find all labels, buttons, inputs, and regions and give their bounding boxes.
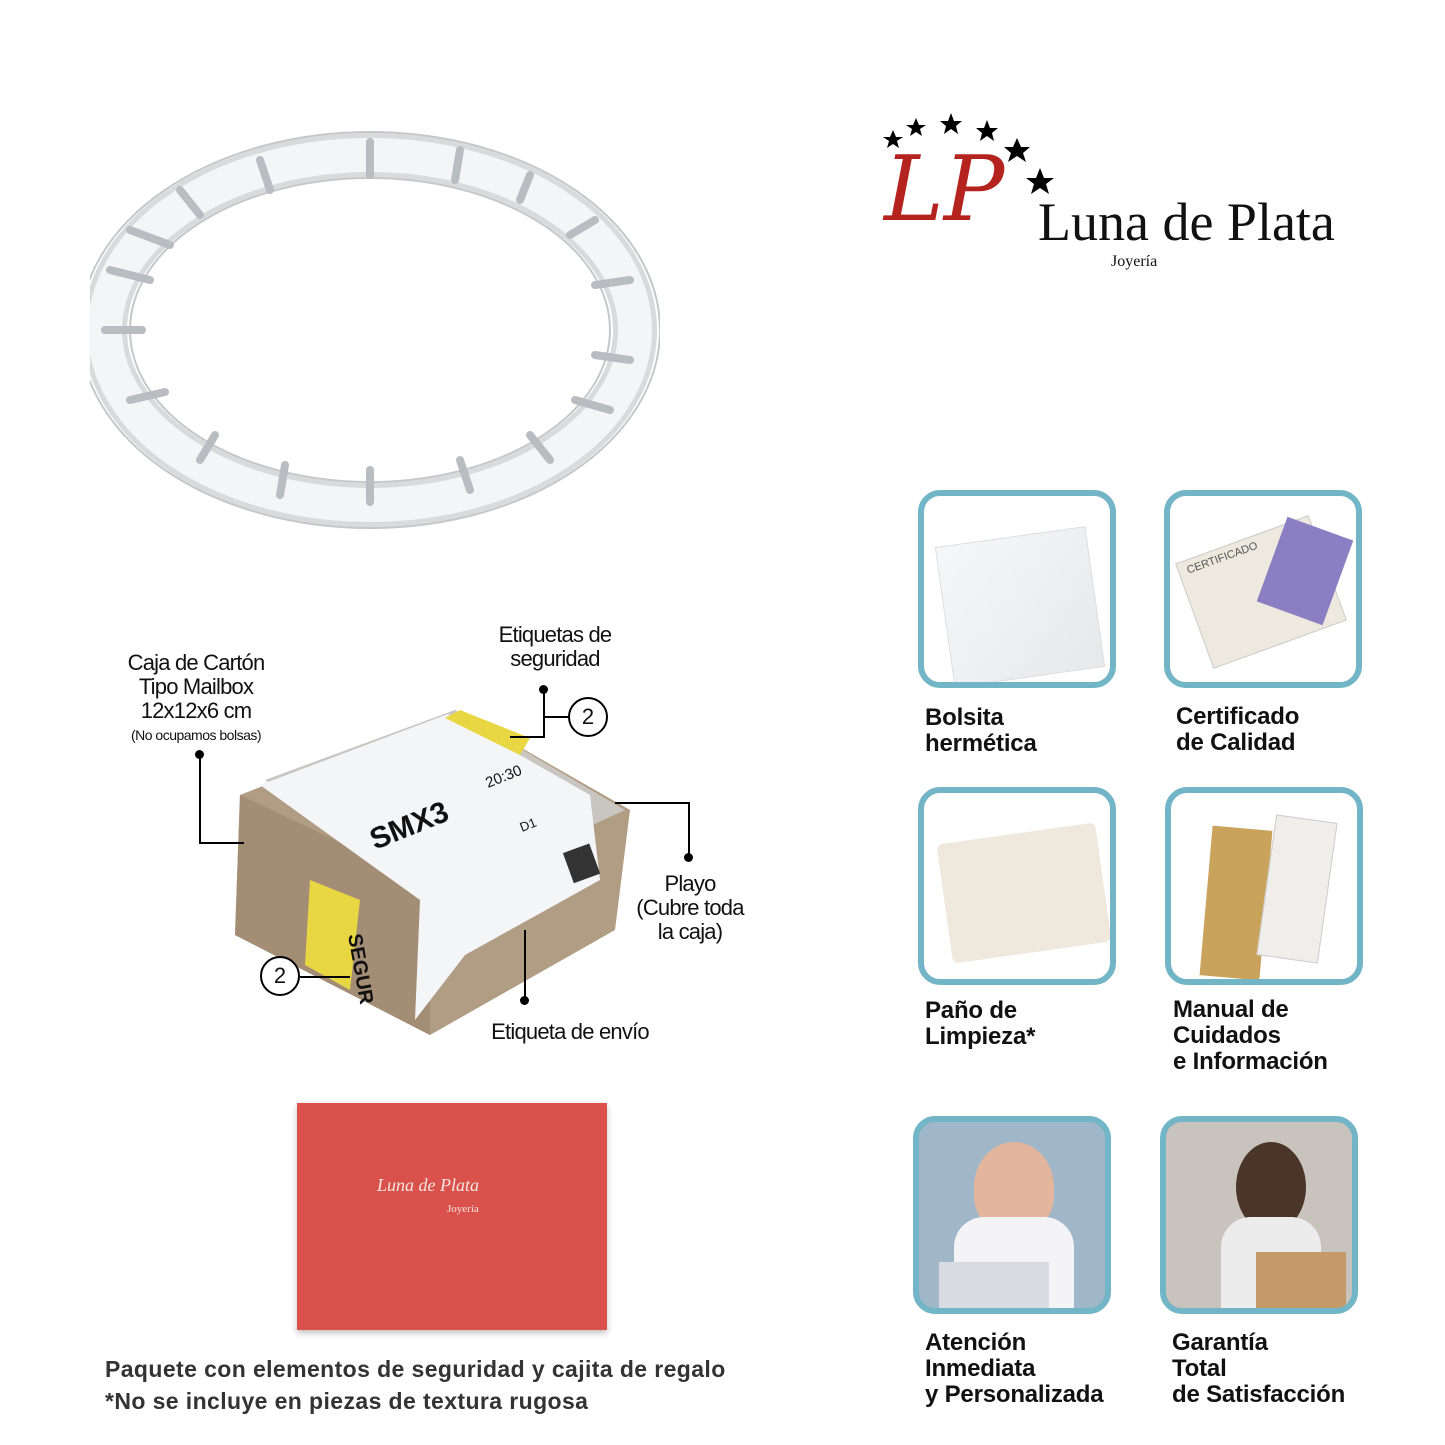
box-label-line: Caja de Cartón [127,650,266,675]
wrap-label-line: Playo [664,871,716,896]
box-label-line: 12x12x6 cm [140,698,252,723]
feature-image-manual [1165,787,1363,985]
security-label-line: Etiquetas de [498,622,613,647]
logo-monogram: LP [884,137,1005,242]
footer-disclaimer: *No se incluye en piezas de textura rugo… [105,1388,589,1414]
star-icon [1026,168,1054,194]
security-labels-label: Etiquetas de seguridad [470,623,640,671]
feature-image-certificate: CERTIFICADO [1164,490,1362,688]
box-note: (No ocupamos bolsas) [130,727,262,743]
feature-label-line: Cuidados [1173,1022,1281,1049]
security-count-side-badge: 2 [260,956,300,996]
feature-label-certificate: Certificado de Calidad [1176,704,1299,756]
feature-image-bag [918,490,1116,688]
certificate-text: CERTIFICADO [1185,539,1260,577]
brand-logo: LP Luna de Plata Joyería [848,110,1378,321]
silver-ring-image [90,131,660,529]
star-icon [940,113,962,134]
feature-label-line: hermética [925,730,1037,757]
star-icon [976,120,998,141]
wrap-label-line: (Cubre toda [636,895,744,920]
box-label-line: Tipo Mailbox [138,674,254,699]
wrap-label-line: la caja) [657,919,723,944]
gift-box-brand: Luna de Plata [377,1175,479,1195]
shipping-label-caption: Etiqueta de envío [491,1019,649,1044]
gift-box-subtitle: Joyería [447,1203,479,1215]
crescent-moon-logo-icon [860,113,1054,321]
feature-label-line: Bolsita [925,704,1004,731]
feature-label-line: e Información [1173,1048,1328,1075]
feature-label-line: Atención [925,1329,1027,1356]
star-icon [1004,138,1030,162]
feature-label-line: Paño de [925,997,1017,1024]
feature-label-line: Total [1172,1355,1227,1382]
gift-box-image: Luna de Plata Joyería [297,1103,607,1330]
logo-brand-name: Luna de Plata [1038,192,1335,252]
feature-label-support: Atención Inmediata y Personalizada [925,1329,1104,1408]
feature-label-line: Limpieza* [925,1023,1036,1050]
shipping-box-image: SMX3 20:30 D1 SEGUR [235,710,630,1035]
security-label-line: seguridad [510,646,600,671]
package-diagram: SMX3 20:30 D1 SEGUR Caja de Cartón Tipo … [0,0,800,1080]
feature-label-line: Inmediata [925,1355,1036,1382]
feature-label-manual: Manual de Cuidados e Información [1173,997,1328,1075]
feature-label-line: de Satisfacción [1172,1381,1346,1408]
feature-label-line: de Calidad [1176,729,1296,756]
wrap-label: Playo (Cubre toda la caja) [615,872,765,944]
label-route: D1 [518,815,539,835]
feature-label-line: y Personalizada [925,1381,1104,1408]
footer-package-note: Paquete con elementos de seguridad y caj… [105,1356,726,1382]
feature-image-satisfaction [1160,1116,1358,1314]
logo-subtitle: Joyería [1111,253,1158,270]
feature-label-line: Certificado [1176,703,1300,730]
star-icon [906,118,926,136]
feature-image-support [913,1116,1111,1314]
star-icon [883,130,903,148]
feature-label-cloth: Paño de Limpieza* [925,998,1035,1050]
feature-label-satisfaction: Garantía Total de Satisfacción [1172,1330,1345,1408]
box-type-label: Caja de Cartón Tipo Mailbox 12x12x6 cm (… [96,650,296,744]
feature-label-line: Manual de [1173,996,1289,1023]
feature-image-cloth [918,787,1116,985]
feature-label-bag: Bolsita hermética [925,705,1037,757]
security-count-top-badge: 2 [568,697,608,737]
feature-label-line: Garantía [1172,1329,1268,1356]
